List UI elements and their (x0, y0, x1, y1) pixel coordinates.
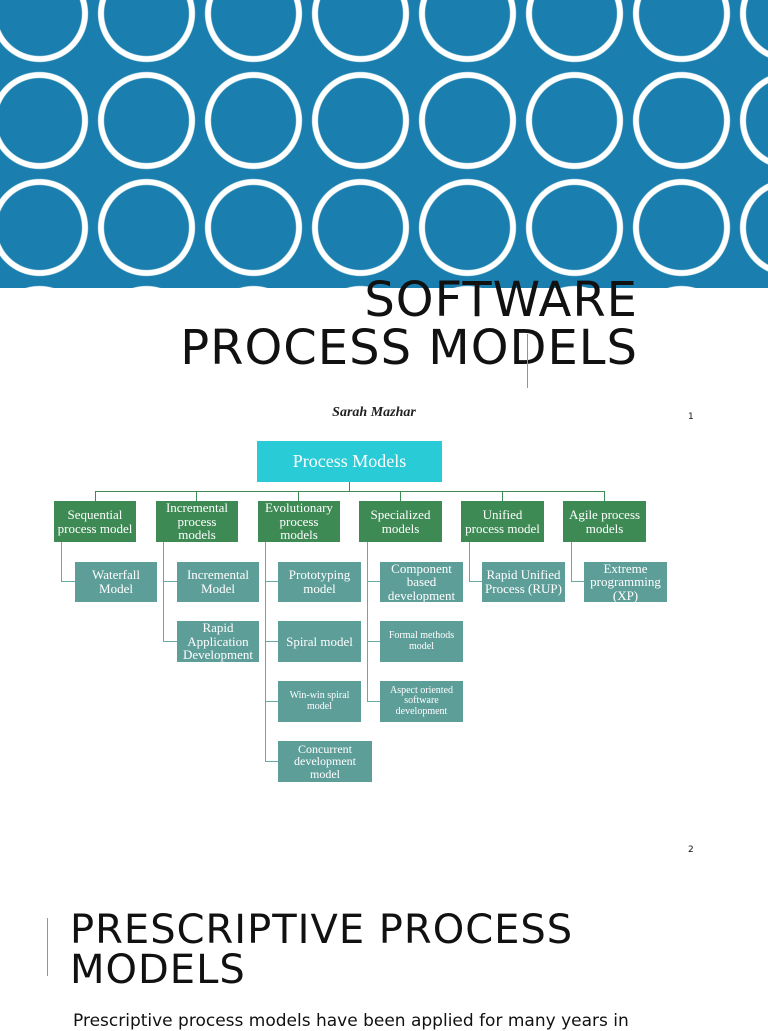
node-formal-methods: Formal methods model (380, 621, 463, 662)
connector (298, 491, 299, 501)
connector (349, 482, 350, 492)
connector (367, 641, 380, 642)
connector (367, 581, 380, 582)
title-line-2: PROCESS MODELS (180, 320, 638, 376)
node-rup: Rapid Unified Process (RUP) (482, 562, 565, 602)
category-unified: Unified process model (461, 501, 544, 542)
root-node-process-models: Process Models (257, 441, 442, 482)
node-incremental-model: Incremental Model (177, 562, 259, 602)
slide-title: SOFTWARE PROCESS MODELS (180, 276, 638, 372)
section-accent-line (47, 918, 48, 976)
node-component-based: Component based development (380, 561, 463, 602)
connector (367, 701, 380, 702)
node-spiral: Spiral model (278, 621, 361, 662)
connector (265, 701, 278, 702)
category-evolutionary: Evolutionary process models (258, 501, 340, 542)
connector (163, 581, 177, 582)
patterned-banner (0, 0, 768, 288)
connector (196, 491, 197, 501)
node-winwin-spiral: Win-win spiral model (278, 681, 361, 722)
node-concurrent: Concurrent development model (278, 741, 372, 782)
title-accent-line (527, 334, 528, 388)
connector (571, 581, 584, 582)
section-title-line-1: PRESCRIPTIVE PROCESS (70, 907, 574, 953)
connector (95, 491, 96, 501)
connector (469, 581, 482, 582)
category-incremental: Incremental process models (156, 501, 238, 542)
node-prototyping: Prototyping model (278, 562, 361, 602)
node-xp: Extreme programming (XP) (584, 561, 667, 602)
category-specialized: Specialized models (359, 501, 442, 542)
connector (61, 542, 62, 582)
connector (469, 542, 470, 582)
node-aspect-oriented: Aspect oriented software development (380, 681, 463, 722)
section-title-line-2: MODELS (70, 947, 246, 993)
section-title: PRESCRIPTIVE PROCESS MODELS (70, 910, 573, 990)
connector (571, 542, 572, 582)
connector (265, 542, 266, 762)
connector (604, 491, 605, 501)
page-number-1: 1 (688, 412, 694, 422)
connector (502, 491, 503, 501)
connector (367, 542, 368, 702)
page-number-2: 2 (688, 845, 694, 855)
connector (265, 641, 278, 642)
connector (163, 542, 164, 642)
connector (61, 581, 75, 582)
connector (265, 581, 278, 582)
category-agile: Agile process models (563, 501, 646, 542)
title-line-1: SOFTWARE (364, 272, 638, 328)
connector (163, 641, 177, 642)
connector (400, 491, 401, 501)
node-waterfall: Waterfall Model (75, 562, 157, 602)
node-rad: Rapid Application Development (177, 621, 259, 662)
category-sequential: Sequential process model (54, 501, 136, 542)
author-name: Sarah Mazhar (332, 405, 416, 420)
connector (265, 761, 278, 762)
body-paragraph: Prescriptive process models have been ap… (73, 1011, 629, 1031)
connector (95, 491, 605, 492)
